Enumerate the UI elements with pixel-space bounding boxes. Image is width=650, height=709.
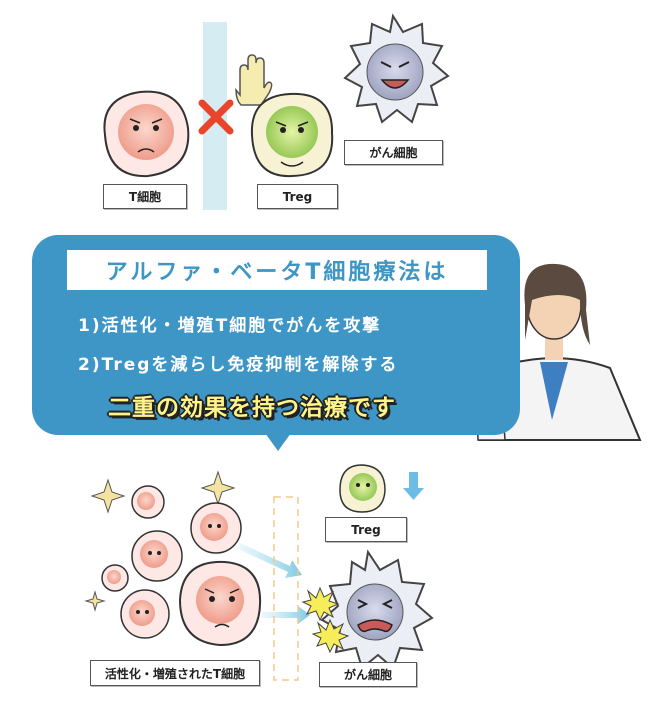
activated-t-cells	[101, 485, 262, 647]
t-cell-icon	[103, 90, 190, 178]
barrier-dashed	[273, 496, 299, 681]
treg-cell-icon	[250, 92, 334, 178]
stop-hand-icon	[235, 54, 273, 106]
t-cell-icon	[190, 502, 242, 554]
t-cell-icon	[178, 560, 262, 647]
impact-icon	[311, 618, 350, 654]
treg-label-bottom: Treg	[325, 517, 407, 542]
t-cell-icon	[101, 564, 129, 592]
cross-icon	[198, 99, 234, 135]
cancer-cell-label: がん細胞	[344, 140, 443, 165]
t-cell-icon	[131, 485, 165, 519]
t-cell-icon	[120, 589, 170, 639]
t-cell-label: T細胞	[103, 184, 187, 209]
point-2: 2)Tregを減らし免疫抑制を解除する	[78, 355, 399, 375]
impact-icon	[301, 586, 340, 622]
doctor-illustration	[474, 263, 642, 441]
cancer-cell-label-bottom: がん細胞	[319, 662, 417, 687]
point-1: 1)活性化・増殖T細胞でがんを攻撃	[78, 316, 382, 336]
therapy-title: アルファ・ベータT細胞療法は	[67, 250, 487, 290]
cancer-cell-icon	[343, 13, 450, 124]
treg-label: Treg	[257, 184, 338, 209]
treg-cell-icon	[339, 464, 386, 513]
cancer-cell-icon	[301, 549, 434, 670]
activated-t-cells-label: 活性化・増殖されたT細胞	[90, 660, 260, 686]
highlight-text: 二重の効果を持つ治療です	[108, 395, 396, 421]
speech-bubble-tail	[265, 433, 291, 451]
attack-arrow	[262, 606, 310, 624]
decrease-arrow-icon	[403, 472, 424, 500]
t-cell-icon	[131, 530, 183, 582]
attack-arrow	[238, 543, 302, 578]
